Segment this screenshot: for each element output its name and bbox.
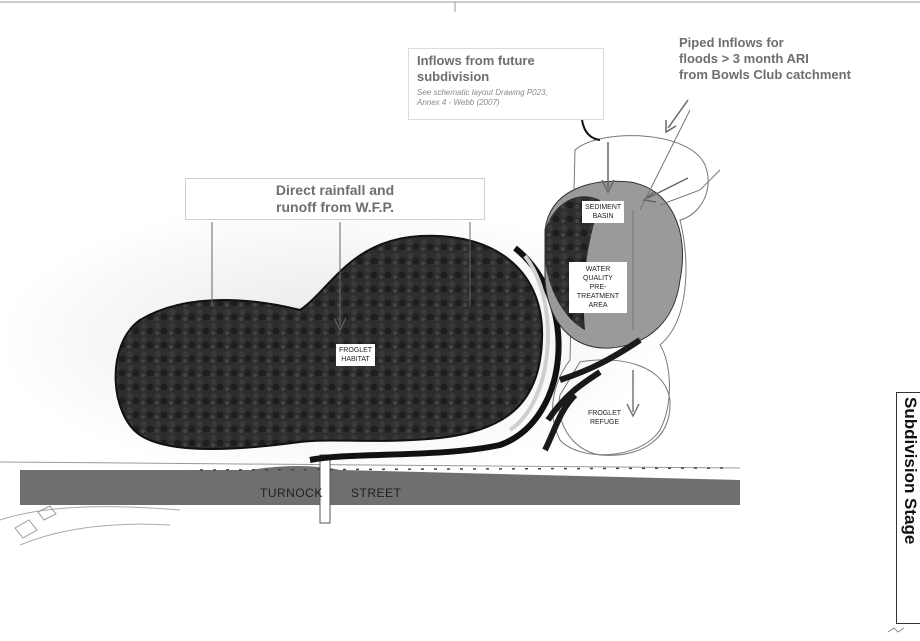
froglet-habitat-label: FROGLET HABITAT	[336, 344, 375, 366]
piped-inflows-callout: Piped Inflows for floods > 3 month ARI f…	[673, 30, 919, 94]
rainfall-callout-line1: Direct rainfall and	[186, 182, 484, 199]
corner-mark	[888, 628, 904, 632]
future-inflows-note2: Annex 4 - Webb (2007)	[417, 98, 603, 108]
future-inflows-line2: subdivision	[417, 69, 603, 85]
rainfall-callout-line2: runoff from W.F.P.	[186, 199, 484, 216]
froglet-refuge-label-line2: REFUGE	[588, 418, 621, 427]
future-inflows-callout: Inflows from future subdivision See sche…	[408, 48, 604, 120]
froglet-refuge-label: FROGLET REFUGE	[588, 409, 621, 427]
roadside-symbol	[15, 506, 56, 538]
piped-inflows-line2: floods > 3 month ARI	[679, 51, 919, 67]
froglet-refuge-label-line1: FROGLET	[588, 409, 621, 418]
sediment-basin-label-line1: SEDIMENT	[585, 203, 621, 212]
subdivision-stage-tab: Subdivision Stage	[896, 392, 920, 624]
roadside-curves	[0, 507, 180, 545]
sediment-basin-label-line2: BASIN	[585, 212, 621, 221]
water-quality-label-line: WATER	[571, 265, 625, 274]
water-quality-label-line: AREA	[571, 301, 625, 310]
street-name-part1: TURNOCK	[260, 486, 323, 500]
water-quality-label-line: TREATMENT	[571, 292, 625, 301]
piped-inflows-line3: from Bowls Club catchment	[679, 67, 919, 83]
water-quality-label-line: PRE-	[571, 283, 625, 292]
water-quality-label-line: QUALITY	[571, 274, 625, 283]
water-quality-label: WATER QUALITY PRE- TREATMENT AREA	[569, 262, 627, 313]
rainfall-callout: Direct rainfall and runoff from W.F.P.	[185, 178, 485, 220]
sediment-basin-label: SEDIMENT BASIN	[582, 201, 624, 223]
piped-inflow-arrowhead	[666, 120, 676, 132]
subdivision-stage-label: Subdivision Stage	[900, 397, 920, 544]
piped-inflows-line1: Piped Inflows for	[679, 35, 919, 51]
future-inflow-curve	[582, 120, 600, 140]
piped-inflow-arrow	[668, 100, 688, 128]
froglet-habitat-label-line1: FROGLET	[339, 346, 372, 355]
future-inflows-note1: See schematic layout Drawing P023,	[417, 88, 603, 98]
street-name-part2: STREET	[351, 486, 401, 500]
future-inflows-line1: Inflows from future	[417, 53, 603, 69]
froglet-habitat-label-line2: HABITAT	[339, 355, 372, 364]
